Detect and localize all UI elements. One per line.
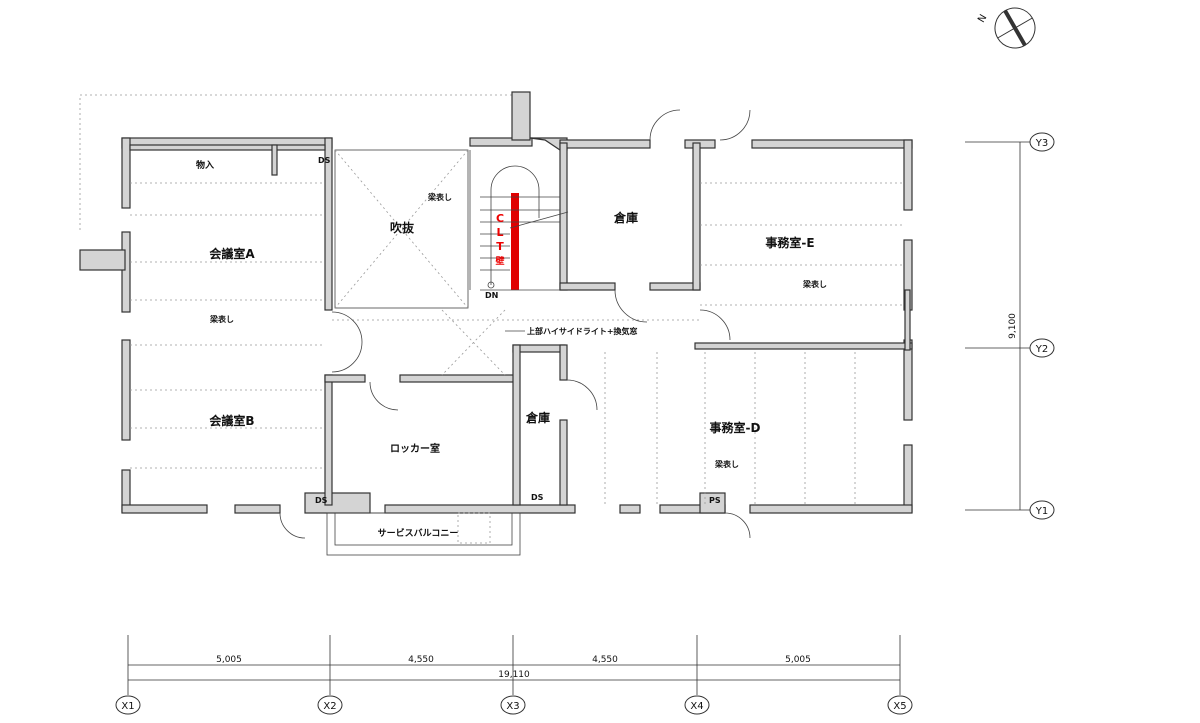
clt-wall-label-wall: 壁 — [495, 255, 504, 267]
room-label-balcony: サービスバルコニー — [378, 527, 459, 539]
grid-label-x2: X2 — [323, 701, 336, 712]
room-label-meeting-a: 会議室A — [209, 246, 255, 261]
ds-label: DS — [318, 156, 331, 165]
horizontal-dimensions — [127, 635, 901, 695]
highside-light-note: 上部ハイサイドライト+換気窓 — [527, 326, 638, 336]
interior-walls — [129, 137, 913, 506]
clt-wall — [511, 193, 519, 290]
room-label-storage-closet: 物入 — [196, 159, 214, 171]
beam-note: 梁表し — [209, 314, 234, 324]
beam-note: 梁表し — [802, 279, 827, 289]
ds-label: DS — [315, 496, 328, 505]
grid-label-x5: X5 — [893, 701, 906, 712]
service-balcony — [326, 512, 521, 556]
room-label-office-d: 事務室-D — [710, 420, 761, 435]
grid-label-x1: X1 — [121, 701, 134, 712]
beam-note: 梁表し — [427, 192, 452, 202]
clt-wall-label-t: T — [496, 240, 504, 253]
room-label-atrium: 吹抜 — [390, 220, 415, 235]
dimension-span: 4,550 — [592, 655, 618, 665]
grid-label-y3: Y3 — [1035, 138, 1048, 149]
room-label-office-e: 事務室-E — [765, 235, 814, 250]
room-label-locker: ロッカー室 — [390, 442, 440, 455]
roof-outline — [79, 94, 512, 230]
clt-wall-label-c: C — [496, 212, 504, 225]
stair-dn-label: DN — [485, 291, 498, 300]
grid-label-x3: X3 — [506, 701, 519, 712]
atrium-void — [334, 149, 506, 376]
compass-icon — [994, 7, 1036, 49]
grid-label-x4: X4 — [690, 701, 703, 712]
door-swings — [279, 109, 751, 539]
grid-label-y1: Y1 — [1035, 506, 1048, 517]
grid-label-y2: Y2 — [1035, 344, 1048, 355]
dimension-span: 5,005 — [785, 655, 811, 665]
stair — [469, 150, 569, 291]
room-label-storage-upper: 倉庫 — [613, 210, 638, 225]
exterior-walls — [79, 91, 913, 514]
room-label-storage-lower: 倉庫 — [525, 410, 550, 425]
dimension-total: 19,110 — [498, 670, 530, 680]
ps-label: PS — [709, 496, 721, 505]
ds-label: DS — [531, 493, 544, 502]
dimension-span: 5,005 — [216, 655, 242, 665]
beam-lines — [130, 182, 905, 505]
compass-north-label: N — [976, 13, 989, 25]
grid-bubbles-x — [115, 695, 913, 715]
vertical-dimensions — [965, 132, 1055, 520]
clt-wall-label-l: L — [496, 226, 503, 239]
beam-note: 梁表し — [714, 459, 739, 469]
dimension-span: 4,550 — [408, 655, 434, 665]
dimension-vertical-total: 9,100 — [1008, 313, 1018, 339]
room-label-meeting-b: 会議室B — [209, 413, 254, 428]
